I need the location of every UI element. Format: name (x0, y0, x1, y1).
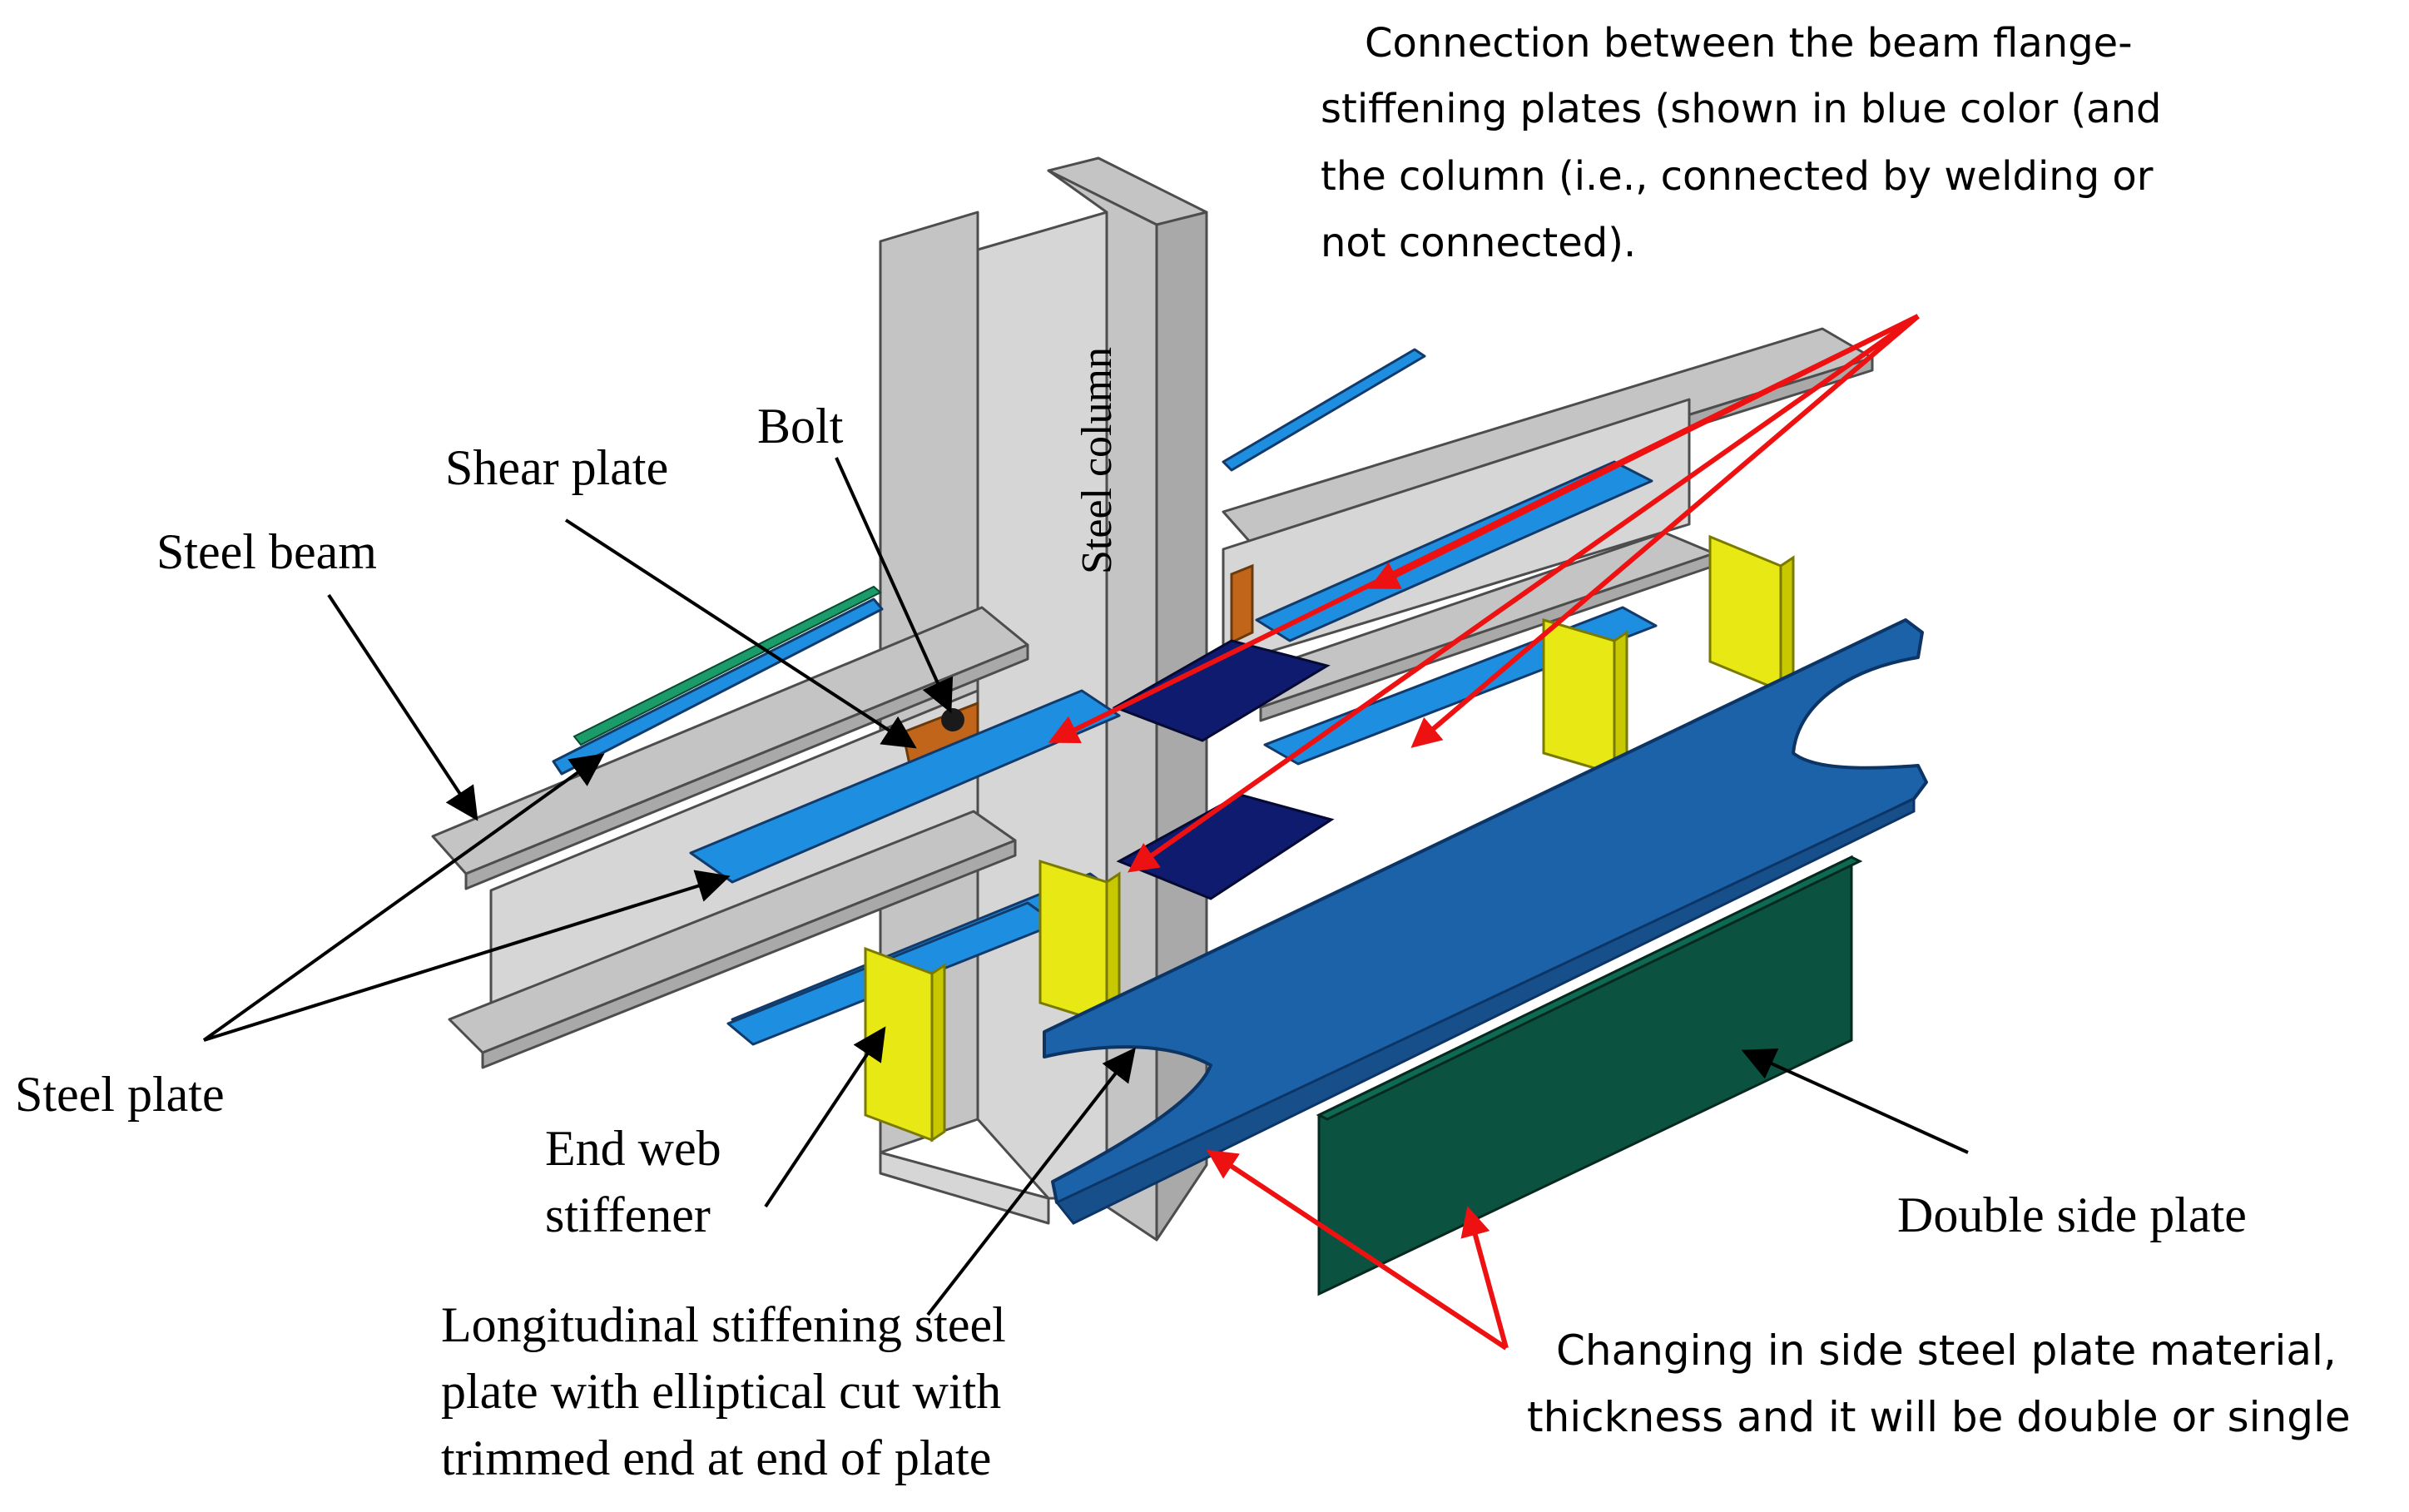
double-side-plate-label: Double side plate (1897, 1187, 2247, 1242)
right-steel-beam (1222, 327, 1874, 766)
steel-beam-label: Steel beam (156, 524, 377, 579)
column-stiffener-upper (1112, 639, 1331, 742)
longitudinal-plate-label-3: trimmed end at end of plate (441, 1430, 991, 1485)
longitudinal-plate-label-2: plate with elliptical cut with (441, 1364, 1001, 1419)
end-web-stiffener-label-2: stiffener (545, 1187, 711, 1242)
bolt-label: Bolt (757, 399, 844, 454)
connection-note-line-4: not connected). (1321, 220, 1636, 266)
side-plate-note-line-2: thickness and it will be double or singl… (1527, 1393, 2351, 1441)
steel-column-label: Steel column (1073, 347, 1121, 574)
connection-note-line-1: Connection between the beam flange- (1365, 20, 2133, 67)
leader-arrows (202, 457, 1969, 1316)
steel-plate-label: Steel plate (15, 1067, 225, 1122)
connection-note: Connection between the beam flange- stif… (1321, 20, 2161, 266)
longitudinal-plate-label-1: Longitudinal stiffening steel (441, 1297, 1006, 1352)
connection-note-line-3: the column (i.e., connected by welding o… (1321, 153, 2154, 200)
longitudinal-stiffening-plate (1043, 618, 1928, 1225)
end-web-stiffener-label-1: End web (545, 1121, 721, 1176)
connection-note-line-2: stiffening plates (shown in blue color (… (1321, 86, 2161, 132)
connection-arrows (1048, 314, 1920, 873)
end-web-stiffeners (864, 534, 1795, 1143)
double-side-plate (1316, 855, 1863, 1296)
side-plate-note-line-1: Changing in side steel plate material, (1556, 1326, 2337, 1375)
bolt (941, 708, 964, 731)
column-stiffener-lower (1116, 793, 1335, 900)
shear-plate-label: Shear plate (445, 440, 668, 495)
side-plate-arrows (1206, 1149, 1509, 1351)
